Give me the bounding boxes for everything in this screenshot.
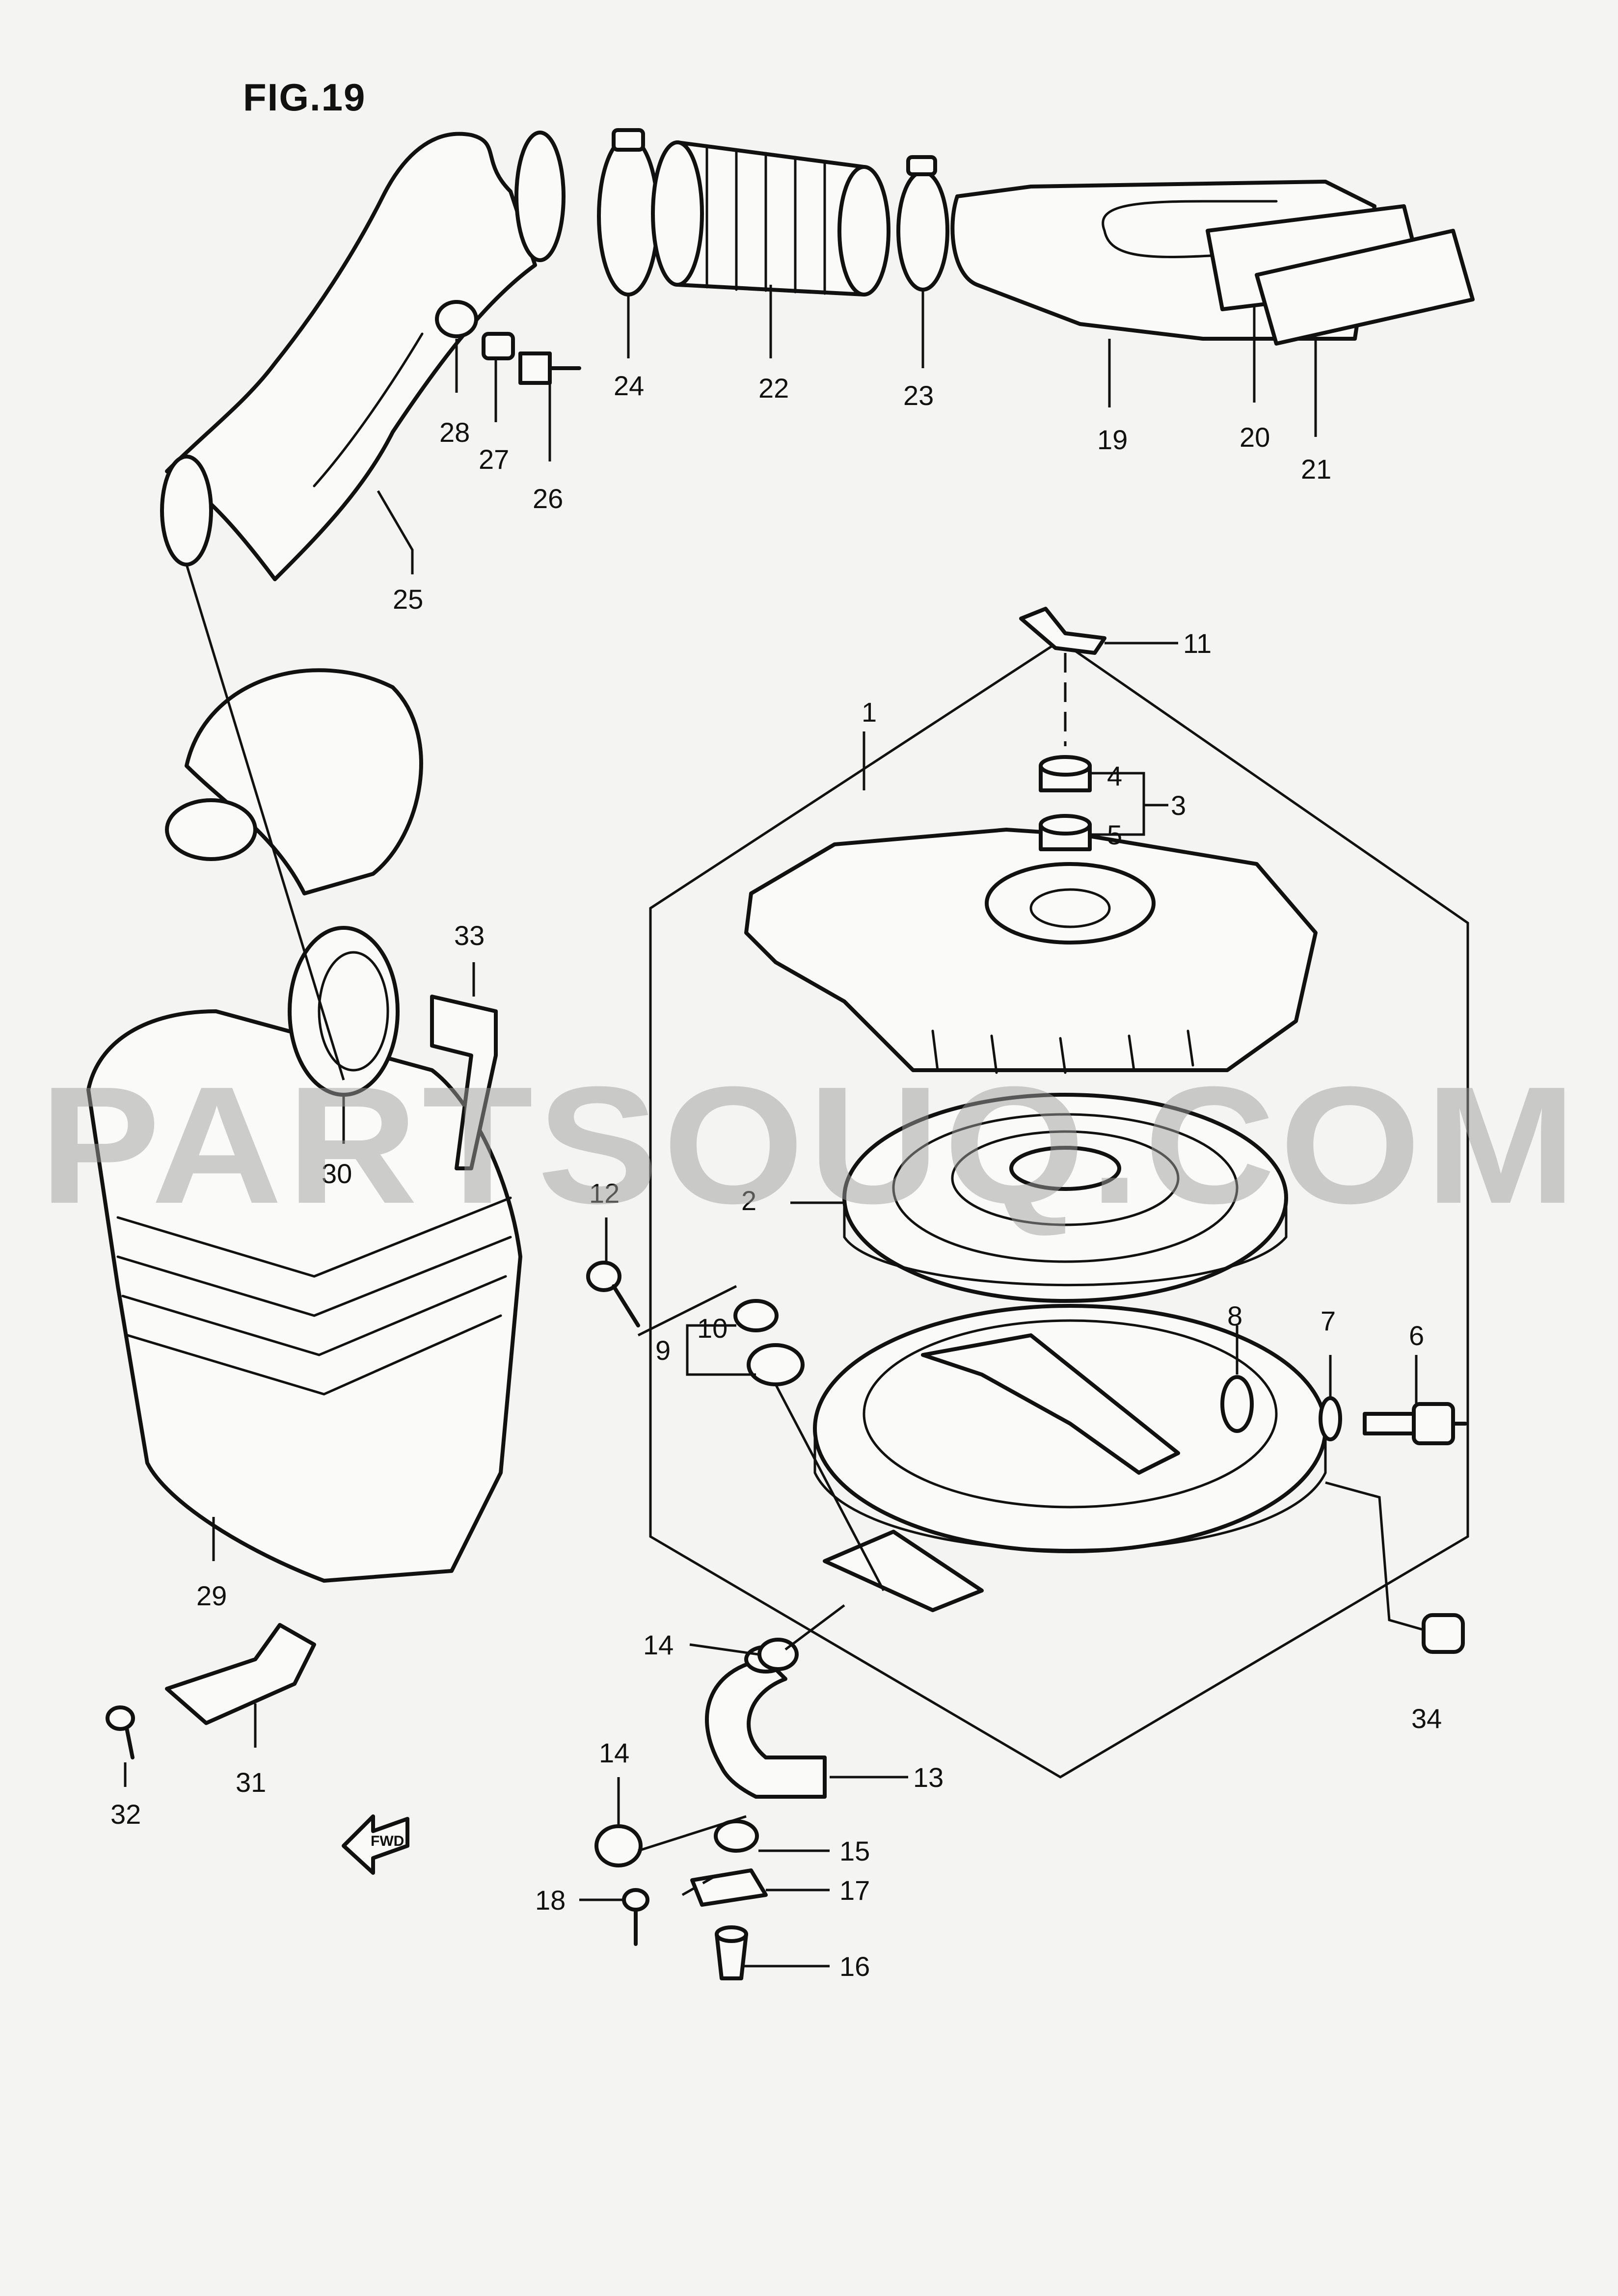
callout-11: 11 [1183,628,1212,659]
callout-10: 10 [697,1313,728,1344]
callout-5: 5 [1107,819,1122,850]
callout-28: 28 [439,417,470,448]
callout-4: 4 [1107,760,1122,791]
callout-17: 17 [839,1875,870,1906]
callout-23: 23 [903,380,934,411]
callout-8: 8 [1227,1300,1242,1331]
callout-20: 20 [1240,422,1270,453]
part-9-10-grommets [733,1299,805,1386]
callout-1: 1 [862,697,877,728]
part-34-cap [1422,1613,1465,1654]
part-25-intake-pipe [160,131,566,581]
callout-33: 33 [454,920,485,951]
watermark: PARTSOUQ.COM [39,1052,1581,1239]
callout-21: 21 [1301,454,1331,485]
callout-12: 12 [589,1178,620,1209]
part-1-air-cleaner-group [649,639,1469,1779]
callout-16: 16 [839,1951,870,1982]
callout-27: 27 [479,444,509,475]
callout-14-upper: 14 [643,1629,674,1660]
callout-30: 30 [322,1158,352,1189]
part-15-16-17-valve-bracket [690,1819,768,1980]
callout-labels: 1 2 3 4 5 6 7 8 9 10 11 12 13 14 14 15 1… [110,370,1442,1982]
callout-24: 24 [614,370,644,401]
part-2-air-filter-element [842,1093,1288,1303]
part-lower-case [813,1304,1327,1612]
part-22-bellows-hose [651,140,890,297]
part-7-washer [1319,1396,1342,1441]
callout-2: 2 [741,1185,756,1216]
callout-14-lower: 14 [599,1737,629,1768]
part-21-gasket-ring [1255,229,1475,346]
part-6-sensor [1363,1402,1467,1445]
part-31-32-bracket [106,1623,316,1759]
callout-29: 29 [196,1580,227,1611]
part-13-hose [705,1645,827,1799]
part-33-bracket [430,995,498,1170]
callout-7: 7 [1321,1305,1336,1336]
part-3-5-grommets [1039,755,1092,851]
callout-25: 25 [393,584,423,615]
fwd-label: FWD [371,1833,404,1849]
part-23-hose-clamp [896,155,949,292]
callout-34: 34 [1411,1703,1442,1734]
part-29-resonator-box [86,668,522,1583]
callout-22: 22 [758,373,789,404]
callout-15: 15 [839,1836,870,1866]
fwd-arrow-icon: FWD [342,1814,409,1875]
part-12-bolt [586,1261,640,1327]
callout-19: 19 [1097,424,1128,455]
callout-32: 32 [110,1799,141,1830]
callout-9: 9 [655,1335,671,1366]
part-8-grommet [1220,1375,1254,1433]
part-18-screw [622,1888,649,1946]
callout-31: 31 [236,1767,266,1798]
part-24-hose-clamp [597,128,660,297]
callout-13: 13 [913,1762,944,1793]
callout-3: 3 [1171,790,1186,821]
callout-18: 18 [535,1885,566,1916]
part-11-clip [1019,607,1106,746]
figure-title: FIG.19 [243,76,366,119]
leader-lines [124,285,1424,1968]
part-air-cleaner-cap [744,828,1318,1074]
part-30-clamp-ring [288,926,400,1097]
callout-6: 6 [1409,1320,1424,1351]
callout-26: 26 [533,483,563,514]
